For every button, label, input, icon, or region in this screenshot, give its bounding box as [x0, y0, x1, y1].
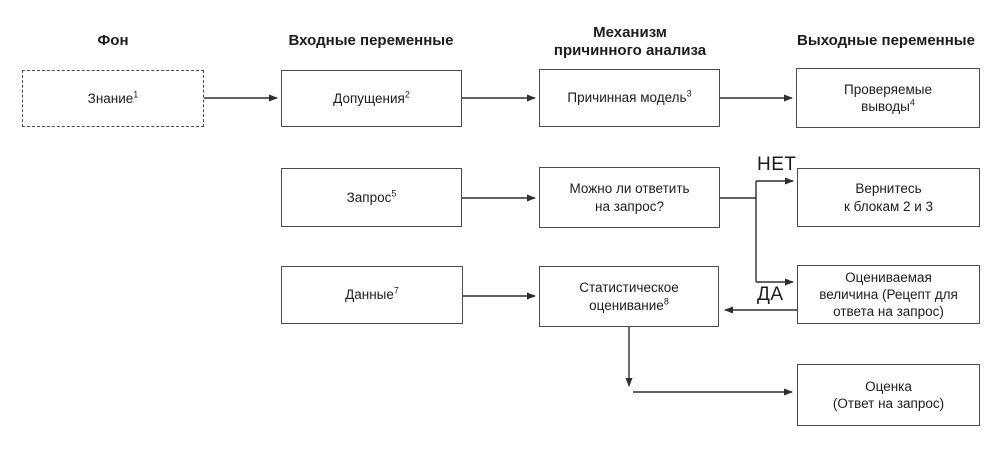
edge-label-no: НЕТ: [757, 154, 797, 175]
box-knowledge-label: Знание1: [87, 89, 139, 106]
box-estimate-label: Оценка (Ответ на запрос): [832, 378, 945, 411]
box-data-label: Данные7: [345, 285, 399, 303]
box-go-back-to-blocks-label: Вернитесь к блокам 2 и 3: [843, 181, 934, 214]
box-causal-model-label: Причинная модель3: [567, 88, 692, 106]
box-statistical-estimation-label: Статистическое оценивание8: [579, 280, 679, 313]
header-background: Фон: [97, 32, 129, 49]
box-statistical-estimation: Статистическое оценивание8: [539, 266, 719, 327]
box-assumptions-label: Допущения2: [333, 89, 410, 106]
box-query-label: Запрос5: [346, 188, 397, 205]
header-input-variables: Входные переменные: [288, 32, 454, 49]
box-assumptions: Допущения2: [281, 70, 462, 127]
box-estimand-label: Оцениваемая величина (Рецепт для ответа …: [819, 269, 958, 320]
edge-label-yes: ДА: [757, 284, 784, 305]
box-causal-model: Причинная модель3: [539, 69, 720, 127]
box-query: Запрос5: [281, 168, 462, 227]
box-estimand: Оцениваемая величина (Рецепт для ответа …: [797, 265, 980, 324]
box-go-back-to-blocks: Вернитесь к блокам 2 и 3: [797, 168, 980, 227]
box-estimate: Оценка (Ответ на запрос): [797, 364, 980, 426]
box-can-query-be-answered: Можно ли ответить на запрос?: [539, 167, 720, 228]
box-testable-implications-label: Проверяемые выводы4: [844, 81, 932, 114]
box-testable-implications: Проверяемые выводы4: [796, 68, 980, 128]
box-data: Данные7: [281, 266, 463, 324]
header-causal-mechanism: Механизм причинного анализа: [553, 24, 707, 59]
box-can-query-be-answered-label: Можно ли ответить на запрос?: [569, 181, 690, 214]
box-knowledge: Знание1: [22, 70, 204, 127]
header-output-variables: Выходные переменные: [797, 32, 975, 49]
